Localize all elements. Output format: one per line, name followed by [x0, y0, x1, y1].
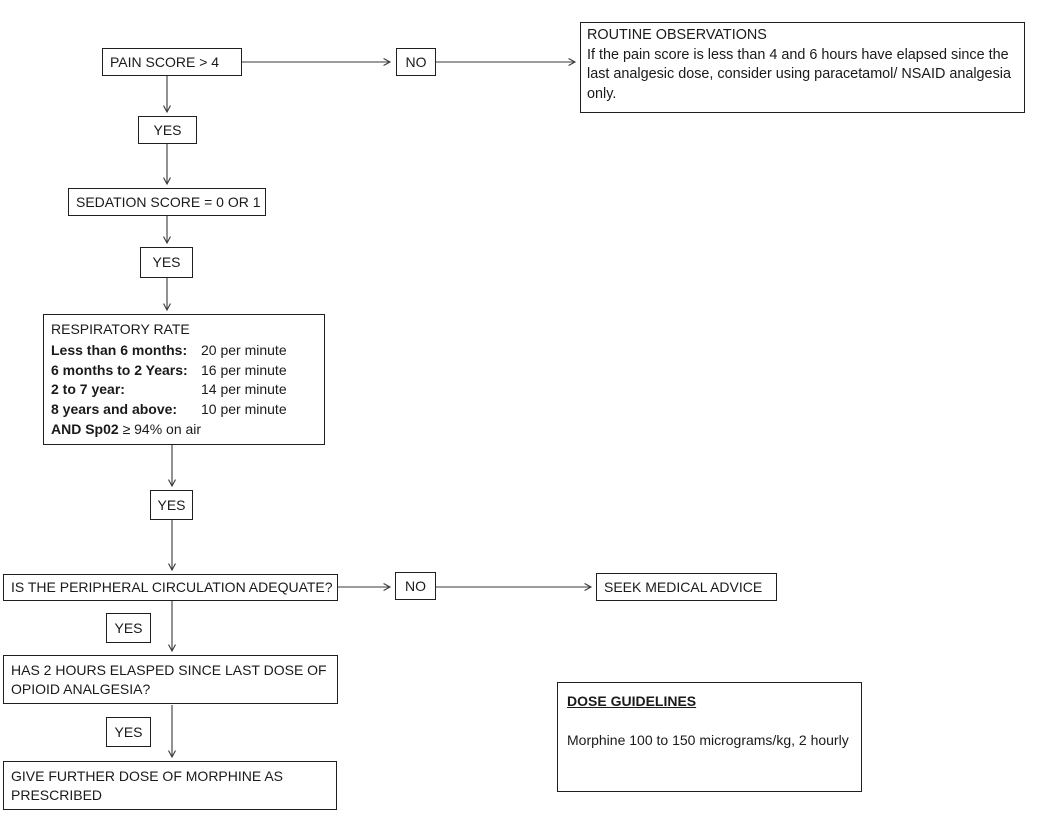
node-no-2: NO — [395, 572, 436, 600]
respiratory-rate-row: 8 years and above: 10 per minute — [51, 401, 287, 418]
node-no-1-label: NO — [405, 53, 427, 70]
respiratory-rate-row: 6 months to 2 Years: 16 per minute — [51, 361, 287, 378]
node-has-2-hours-label: HAS 2 HOURS ELASPED SINCE LAST DOSE OF O… — [11, 661, 327, 697]
node-yes-3: YES — [150, 490, 193, 520]
node-no-2-label: NO — [405, 577, 426, 594]
node-respiratory-rate: RESPIRATORY RATE Less than 6 months: 20 … — [43, 314, 325, 445]
node-give-morphine-label: GIVE FURTHER DOSE OF MORPHINE AS PRESCRI… — [11, 767, 284, 803]
node-yes-2-label: YES — [152, 254, 181, 270]
routine-observations-title: ROUTINE OBSERVATIONS — [587, 27, 767, 43]
respiratory-rate-row: 2 to 7 year: 14 per minute — [51, 381, 287, 398]
node-give-morphine: GIVE FURTHER DOSE OF MORPHINE AS PRESCRI… — [3, 761, 337, 810]
node-yes-1: YES — [138, 116, 197, 144]
respiratory-rate-footer: AND Sp02 ≥ 94% on air — [51, 420, 202, 437]
routine-observations-body: If the pain score is less than 4 and 6 h… — [587, 46, 1011, 102]
node-has-2-hours: HAS 2 HOURS ELASPED SINCE LAST DOSE OF O… — [3, 655, 338, 704]
node-yes-5: YES — [106, 717, 151, 747]
respiratory-rate-title: RESPIRATORY RATE — [51, 321, 190, 337]
node-yes-4-label: YES — [114, 619, 143, 636]
node-dose-guidelines: DOSE GUIDELINES Morphine 100 to 150 micr… — [557, 682, 862, 792]
node-sedation-score-label: SEDATION SCORE = 0 OR 1 — [76, 193, 261, 210]
node-yes-3-label: YES — [157, 496, 186, 513]
respiratory-rate-row: Less than 6 months: 20 per minute — [51, 341, 287, 358]
node-yes-1-label: YES — [153, 121, 182, 138]
node-peripheral-circulation-label: IS THE PERIPHERAL CIRCULATION ADEQUATE? — [11, 579, 333, 595]
node-yes-2: YES — [140, 247, 193, 278]
node-yes-5-label: YES — [114, 723, 143, 740]
node-yes-4: YES — [106, 613, 151, 643]
node-routine-observations: ROUTINE OBSERVATIONS If the pain score i… — [580, 22, 1025, 113]
node-pain-score: PAIN SCORE > 4 — [102, 48, 242, 76]
node-seek-medical-advice: SEEK MEDICAL ADVICE — [596, 573, 777, 601]
node-pain-score-label: PAIN SCORE > 4 — [110, 53, 220, 70]
node-seek-medical-advice-label: SEEK MEDICAL ADVICE — [604, 578, 763, 595]
dose-guidelines-body: Morphine 100 to 150 micrograms/kg, 2 hou… — [567, 732, 849, 748]
node-no-1: NO — [396, 48, 436, 76]
dose-guidelines-title: DOSE GUIDELINES — [567, 693, 697, 709]
node-sedation-score: SEDATION SCORE = 0 OR 1 — [68, 188, 266, 216]
node-peripheral-circulation: IS THE PERIPHERAL CIRCULATION ADEQUATE? — [3, 574, 338, 601]
